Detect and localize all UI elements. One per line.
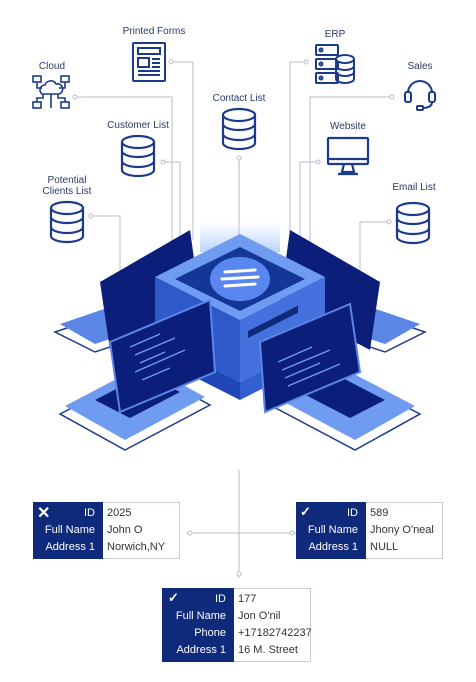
record-card-merged-keys: ✓ ID Full Name Phone Address 1 [162,588,234,662]
record-value: 2025 [107,507,132,519]
website-label: Website [330,121,366,132]
cloud-network-icon [32,75,70,109]
potential-clients-label-line1: Potential [47,175,87,186]
headset-icon [404,80,436,111]
record-key: ID [215,593,226,605]
customer-list-database-icon [120,134,156,178]
front-right-laptop [258,302,422,451]
erp-server-icon [315,44,355,84]
record-card-merged: ✓ ID Full Name Phone Address 1 177 Jon O… [162,588,312,662]
printed-forms-label: Printed Forms [122,26,186,37]
record-value: Jon O'nil [238,610,281,622]
erp-label: ERP [324,29,346,40]
printed-forms-icon [132,42,166,82]
cloud-label: Cloud [38,61,66,72]
email-list-label: Email List [392,182,436,193]
record-key: Full Name [175,610,226,622]
front-left-laptop [58,298,217,451]
check-icon: ✓ [168,590,179,605]
record-value: 16 M. Street [238,644,298,656]
record-key: ID [84,507,95,519]
record-value: NULL [370,541,399,553]
record-card-left-keys: ✕ ID Full Name Address 1 [33,502,103,559]
record-value: 177 [238,593,257,605]
record-value: 589 [370,507,389,519]
record-card-left: ✕ ID Full Name Address 1 2025 John O Nor… [33,502,180,559]
contact-list-database-icon [221,107,257,151]
website-monitor-icon [326,136,370,176]
x-icon: ✕ [37,505,51,522]
check-icon: ✓ [300,504,311,519]
record-card-left-values: 2025 John O Norwich,NY [103,502,180,559]
record-key: Full Name [44,524,95,536]
customer-list-label: Customer List [107,120,169,131]
record-value: +17182742237 [238,627,312,639]
potential-clients-database-icon [49,200,85,244]
record-key: Address 1 [45,541,95,553]
record-key: Address 1 [176,644,226,656]
contact-list-label: Contact List [212,93,266,104]
record-value: Jhony O'neal [370,524,434,536]
record-card-right-keys: ✓ ID Full Name Address 1 [296,502,366,559]
record-key: Full Name [307,524,358,536]
record-card-right-values: 589 Jhony O'neal NULL [366,502,443,559]
record-key: Address 1 [308,541,358,553]
record-card-merged-values: 177 Jon O'nil +17182742237 16 M. Street [234,588,312,662]
potential-clients-label-line2: Clients List [42,186,92,197]
record-key: Phone [194,627,226,639]
record-key: ID [347,507,358,519]
email-list-database-icon [395,201,431,245]
central-data-hub-illustration [53,222,427,451]
record-value: John O [107,524,143,536]
record-value: Norwich,NY [107,541,166,553]
sales-label: Sales [407,61,433,72]
record-card-right: ✓ ID Full Name Address 1 589 Jhony O'nea… [296,502,443,559]
